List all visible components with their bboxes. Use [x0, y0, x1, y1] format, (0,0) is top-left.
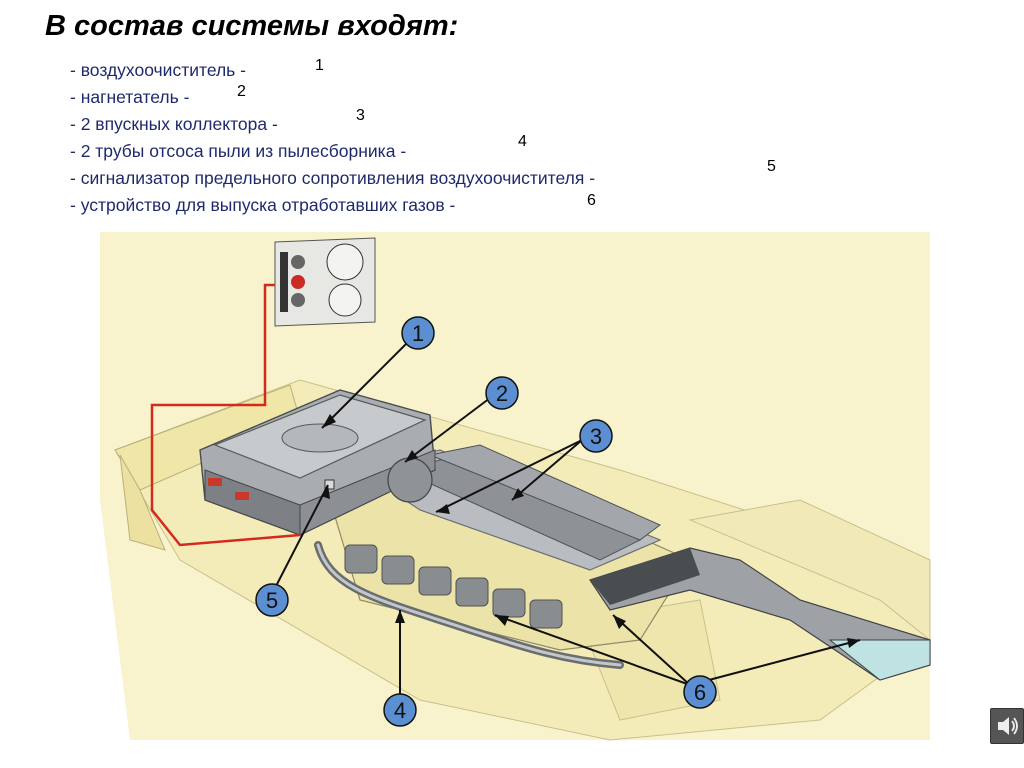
- list-number: 5: [767, 158, 776, 175]
- list-item: - воздухоочиститель -: [70, 60, 246, 80]
- list-number: 6: [587, 192, 596, 209]
- callout-label: 3: [590, 424, 602, 449]
- callout-label: 2: [496, 381, 508, 406]
- callout-2: 2: [485, 376, 519, 410]
- callout-1: 1: [401, 316, 435, 350]
- hull-right-wall: [688, 499, 931, 642]
- pressure-sensor: [324, 479, 335, 490]
- callout-label: 1: [412, 321, 424, 346]
- list-number: 4: [518, 133, 527, 150]
- list-item: - устройство для выпуска отработавших га…: [70, 195, 456, 215]
- audio-icon[interactable]: [990, 708, 1024, 744]
- callout-4: 4: [383, 693, 417, 727]
- list-number: 3: [356, 107, 365, 124]
- list-item: - 2 трубы отсоса пыли из пылесборника -: [70, 141, 407, 161]
- callout-6: 6: [683, 675, 717, 709]
- list-number: 1: [315, 57, 324, 74]
- air-cleaner-red-plugs: [208, 478, 249, 500]
- list-number: 2: [237, 83, 246, 100]
- arrow-heads: [321, 414, 860, 648]
- intake-collector-2: [428, 444, 661, 541]
- list-item: - 2 впускных коллектора -: [70, 114, 278, 134]
- list-item: - сигнализатор предельного сопротивления…: [70, 168, 596, 188]
- instrument-panel: [274, 237, 376, 327]
- callout-label: 6: [694, 680, 706, 705]
- callout-label: 5: [266, 588, 278, 613]
- callout-arrows: [273, 339, 861, 695]
- engine-cylinders: [344, 544, 563, 629]
- list-item: - нагнетатель -: [70, 87, 190, 107]
- blower: [387, 457, 433, 503]
- callout-3: 3: [579, 419, 613, 453]
- warning-signal-wire: [150, 283, 301, 547]
- callout-5: 5: [255, 583, 289, 617]
- hull-left-front: [119, 454, 166, 551]
- callout-label: 4: [394, 698, 406, 723]
- slide-title: В состав системы входят:: [45, 10, 459, 42]
